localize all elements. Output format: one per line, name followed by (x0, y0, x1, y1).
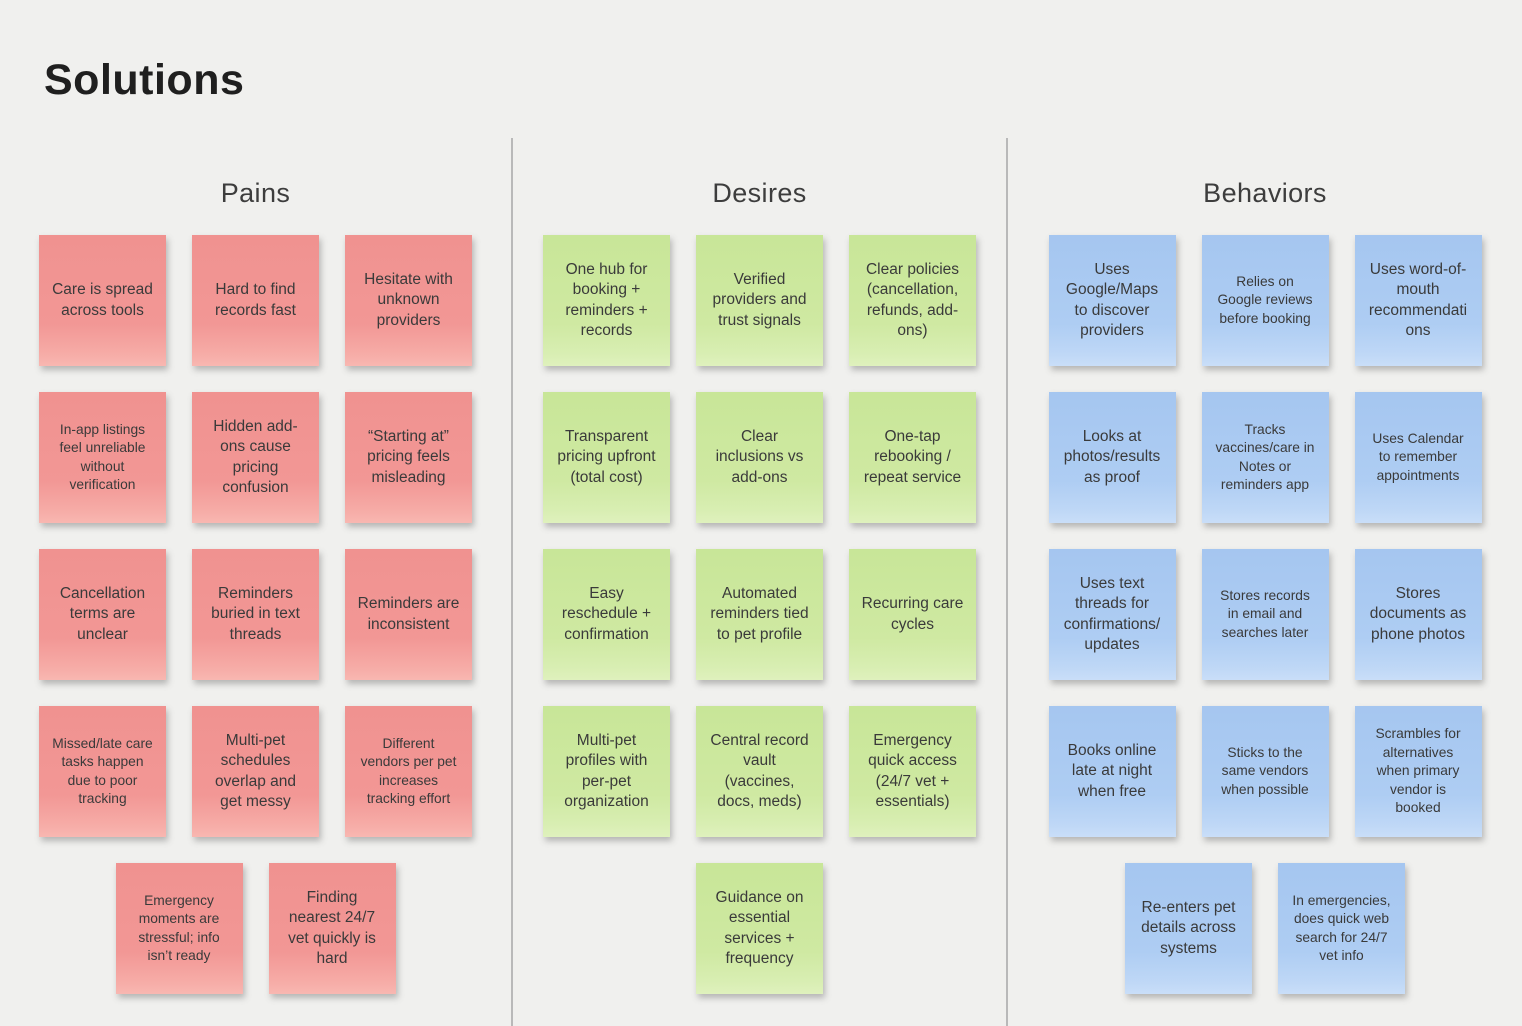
sticky-note[interactable]: Books online late at night when free (1048, 706, 1176, 837)
sticky-note[interactable]: One-tap rebooking / repeat service (849, 392, 976, 523)
sticky-note[interactable]: Hesitate with unknown providers (345, 235, 472, 366)
sticky-note[interactable]: Easy reschedule + confirmation (543, 549, 670, 680)
note-row: Uses text threads for confirmations/upda… (1048, 549, 1482, 680)
sticky-note[interactable]: Stores records in email and searches lat… (1201, 549, 1329, 680)
sticky-note[interactable]: Looks at photos/results as proof (1048, 392, 1176, 523)
note-row: In-app listings feel unreliable without … (39, 392, 472, 523)
sticky-note[interactable]: Clear policies (cancellation, refunds, a… (849, 235, 976, 366)
sticky-note[interactable]: In-app listings feel unreliable without … (39, 392, 166, 523)
column-header-behaviors: Behaviors (1203, 178, 1327, 208)
sticky-note[interactable]: Transparent pricing upfront (total cost) (543, 392, 670, 523)
sticky-note[interactable]: Reminders are inconsistent (345, 549, 472, 680)
sticky-note[interactable]: Uses text threads for confirmations/upda… (1048, 549, 1176, 680)
sticky-note[interactable]: Cancellation terms are unclear (39, 549, 166, 680)
sticky-note[interactable]: Hard to find records fast (192, 235, 319, 366)
sticky-note[interactable]: Multi-pet schedules overlap and get mess… (192, 706, 319, 837)
sticky-note[interactable]: Emergency moments are stressful; info is… (115, 863, 243, 994)
sticky-note[interactable]: Recurring care cycles (849, 549, 976, 680)
sticky-note[interactable]: Stores documents as phone photos (1354, 549, 1482, 680)
column-header-desires: Desires (712, 178, 807, 208)
sticky-note[interactable]: Care is spread across tools (39, 235, 166, 366)
sticky-note[interactable]: Automated reminders tied to pet profile (696, 549, 823, 680)
sticky-note[interactable]: Uses Google/Maps to discover providers (1048, 235, 1176, 366)
sticky-note[interactable]: Uses Calendar to remember appointments (1354, 392, 1482, 523)
sticky-note[interactable]: Reminders buried in text threads (192, 549, 319, 680)
page-title: Solutions (44, 56, 245, 104)
sticky-note[interactable]: Hidden add-ons cause pricing confusion (192, 392, 319, 523)
sticky-note[interactable]: Missed/late care tasks happen due to poo… (39, 706, 166, 837)
sticky-note[interactable]: Guidance on essential services + frequen… (696, 863, 823, 994)
sticky-note[interactable]: Emergency quick access (24/7 vet + essen… (849, 706, 976, 837)
sticky-note[interactable]: Central record vault (vaccines, docs, me… (696, 706, 823, 837)
sticky-note[interactable]: “Starting at” pricing feels misleading (345, 392, 472, 523)
column-header-pains: Pains (220, 178, 291, 208)
sticky-note[interactable]: One hub for booking + reminders + record… (543, 235, 670, 366)
note-row: Multi-pet profiles with per-pet organiza… (543, 706, 976, 837)
sticky-note[interactable]: Scrambles for alternatives when primary … (1354, 706, 1482, 837)
note-row: Missed/late care tasks happen due to poo… (39, 706, 472, 837)
sticky-note[interactable]: Multi-pet profiles with per-pet organiza… (543, 706, 670, 837)
sticky-note[interactable]: Tracks vaccines/care in Notes or reminde… (1201, 392, 1329, 523)
sticky-note[interactable]: Finding nearest 24/7 vet quickly is hard (268, 863, 396, 994)
sticky-note[interactable]: Uses word-of-mouth recommendations (1354, 235, 1482, 366)
sticky-note[interactable]: Different vendors per pet increases trac… (345, 706, 472, 837)
sticky-note[interactable]: Sticks to the same vendors when possible (1201, 706, 1329, 837)
notes-grid-desires: One hub for booking + reminders + record… (543, 235, 976, 994)
sticky-note[interactable]: Verified providers and trust signals (696, 235, 823, 366)
sticky-note[interactable]: In emergencies, does quick web search fo… (1278, 863, 1405, 994)
note-row: Emergency moments are stressful; info is… (39, 863, 472, 994)
note-row: One hub for booking + reminders + record… (543, 235, 976, 366)
note-row: Transparent pricing upfront (total cost)… (543, 392, 976, 523)
sticky-note[interactable]: Re-enters pet details across systems (1125, 863, 1252, 994)
sticky-note[interactable]: Clear inclusions vs add-ons (696, 392, 823, 523)
note-row: Guidance on essential services + frequen… (543, 863, 976, 994)
sticky-note[interactable]: Relies on Google reviews before booking (1201, 235, 1329, 366)
